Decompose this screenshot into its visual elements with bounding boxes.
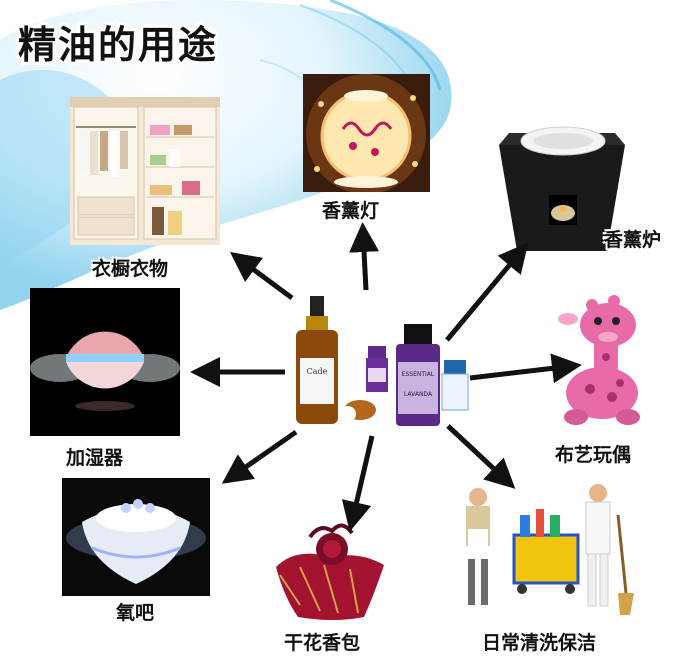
label-aroma-burner: 香薰炉	[604, 229, 662, 251]
label-wardrobe: 衣橱衣物	[92, 258, 169, 280]
label-plush-toy: 布艺玩偶	[555, 444, 632, 466]
dried-flower-sachet-image	[276, 523, 384, 620]
arrow-to-aroma-lamp	[349, 222, 380, 291]
essential-oil-bottles: Cade ESSENTIAL LAVANDA	[296, 296, 469, 426]
arrow-to-aroma-burner	[445, 242, 529, 342]
daily-cleaning-image	[466, 484, 634, 615]
label-aroma-lamp: 香薰灯	[322, 200, 380, 222]
label-daily-cleaning: 日常清洗保洁	[482, 632, 597, 654]
page-title: 精油的用途	[18, 23, 219, 67]
wardrobe-image	[70, 97, 220, 245]
plush-toy-image	[558, 295, 640, 425]
label-dried-flower-sachet: 干花香包	[284, 632, 361, 654]
aroma-burner-image	[499, 126, 625, 251]
oxygen-bar-image	[62, 478, 210, 596]
bottle-label-lavanda: LAVANDA	[404, 391, 433, 398]
arrow-to-sachet	[341, 435, 375, 532]
humidifier-image	[30, 288, 180, 436]
bottle-label-cade: Cade	[307, 367, 328, 376]
arrow-to-oxygen-bar	[221, 429, 298, 484]
arrow-to-plush-toy	[469, 353, 582, 384]
label-humidifier: 加湿器	[66, 447, 124, 469]
label-oxygen-bar: 氧吧	[116, 602, 155, 624]
aroma-lamp-image	[303, 74, 430, 192]
arrow-to-wardrobe	[229, 252, 294, 301]
arrow-to-cleaning	[446, 424, 516, 489]
bottle-label-essential: ESSENTIAL	[402, 371, 435, 378]
